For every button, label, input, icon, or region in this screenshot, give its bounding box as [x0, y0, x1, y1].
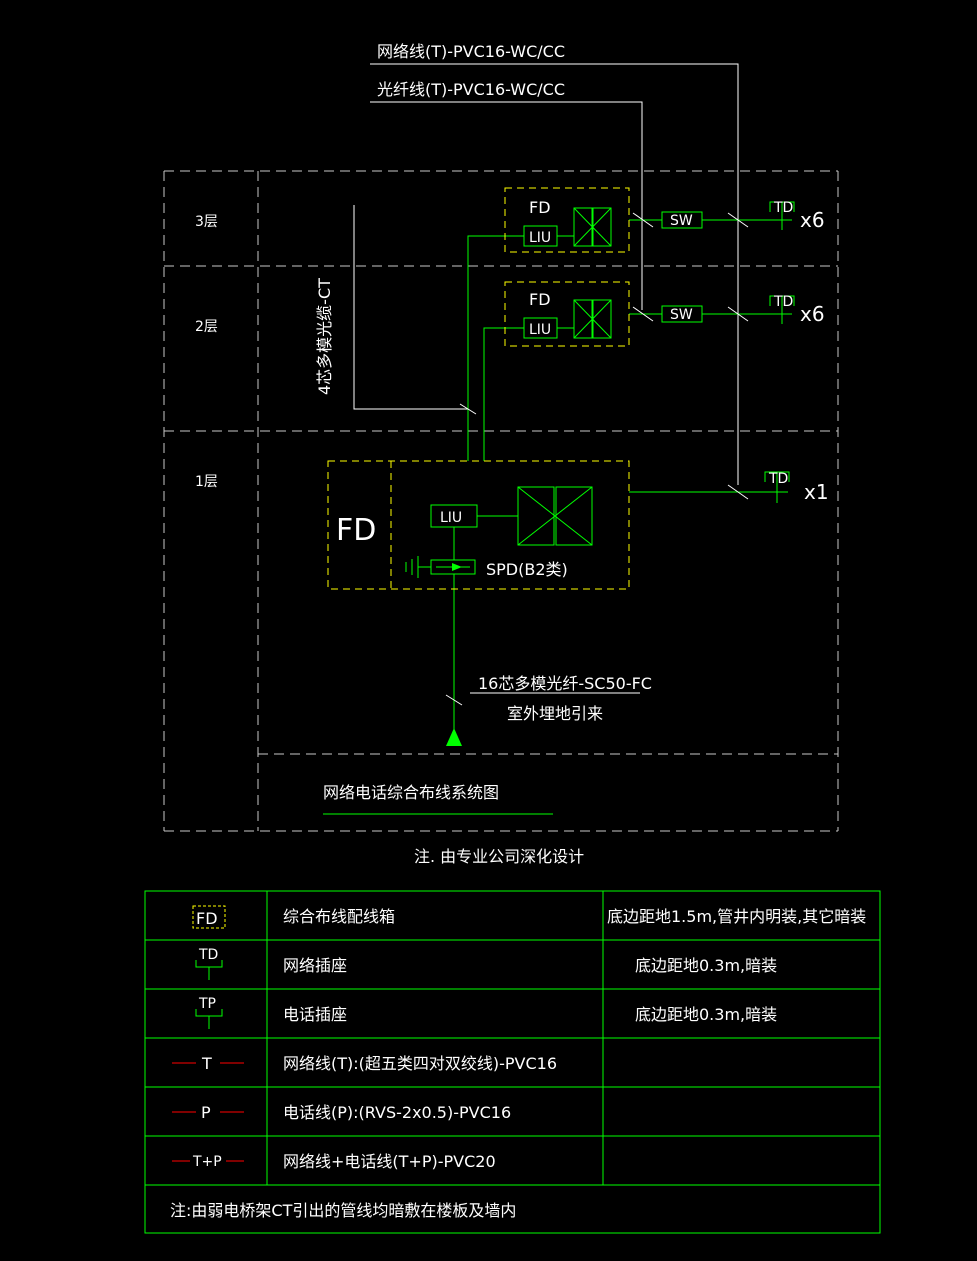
- fd-label-floor1: FD: [336, 513, 376, 548]
- legend-red-lines: [172, 1062, 244, 1162]
- tick-marks: [445, 212, 749, 706]
- count-floor1: x1: [804, 480, 829, 504]
- legend-table-grid: [144, 890, 881, 1234]
- floor-label-1: 1层: [195, 474, 218, 490]
- legend-td-icon: [195, 960, 223, 980]
- legend-row-0-symbol: FD: [196, 909, 218, 928]
- liu-label-floor2: LIU: [529, 322, 551, 338]
- spd-label: SPD(B2类): [486, 560, 568, 579]
- legend-row-2-remark: 底边距地0.3m,暗装: [635, 1005, 777, 1024]
- legend-row-5-desc: 网络线+电话线(T+P)-PVC20: [283, 1152, 496, 1171]
- sw-boxes: [661, 211, 703, 323]
- td-label-floor1: TD: [768, 471, 788, 487]
- liu-label-floor3: LIU: [529, 230, 551, 246]
- liu-boxes: [430, 225, 558, 528]
- legend-row-1-desc: 网络插座: [283, 956, 347, 975]
- td-label-floor2: TD: [773, 294, 793, 310]
- incoming-cable-label: 16芯多模光纤-SC50-FC: [478, 674, 652, 693]
- td-label-floor3: TD: [773, 200, 793, 216]
- sw-label-floor2: SW: [670, 307, 693, 323]
- legend-row-0-desc: 综合布线配线箱: [283, 907, 395, 926]
- vertical-trunk-line: [353, 205, 468, 410]
- legend-fd-icon: [192, 905, 226, 929]
- legend-row-3-desc: 网络线(T):(超五类四对双绞线)-PVC16: [283, 1054, 557, 1073]
- floor-label-2: 2层: [195, 319, 218, 335]
- spd-icon: [405, 556, 476, 578]
- cable-label-fiber: 光纤线(T)-PVC16-WC/CC: [377, 80, 565, 99]
- legend-tp-icon: [195, 1009, 223, 1029]
- green-wiring: [453, 219, 792, 735]
- legend-row-2-desc: 电话插座: [283, 1005, 347, 1024]
- fd-label-floor3: FD: [529, 198, 551, 217]
- spd-arrow-icon: [452, 563, 462, 571]
- fd-boxes: [327, 187, 630, 590]
- legend-row-1-remark: 底边距地0.3m,暗装: [635, 956, 777, 975]
- legend-row-4-symbol: P: [201, 1103, 211, 1122]
- legend-row-4-desc: 电话线(P):(RVS-2x0.5)-PVC16: [283, 1103, 511, 1122]
- liu-label-floor1: LIU: [440, 510, 462, 526]
- legend-row-2-symbol: TP: [198, 996, 216, 1012]
- count-floor2: x6: [800, 302, 825, 326]
- legend-row-5-symbol: T+P: [192, 1154, 222, 1170]
- floor-label-3: 3层: [195, 214, 218, 230]
- design-note: 注. 由专业公司深化设计: [414, 847, 584, 866]
- legend-row-1-symbol: TD: [198, 947, 218, 963]
- top-cables: [370, 63, 739, 485]
- fd-label-floor2: FD: [529, 290, 551, 309]
- legend-row-0-remark: 底边距地1.5m,管井内明装,其它暗装: [607, 907, 866, 926]
- legend-footer-note: 注:由弱电桥架CT引出的管线均暗敷在楼板及墙内: [170, 1201, 516, 1220]
- cable-label-network: 网络线(T)-PVC16-WC/CC: [377, 42, 565, 61]
- floor-frames: [163, 170, 839, 832]
- patch-panel-icons: [517, 207, 612, 546]
- diagram-title: 网络电话综合布线系统图: [323, 783, 499, 802]
- count-floor3: x6: [800, 208, 825, 232]
- legend-row-3-symbol: T: [201, 1054, 212, 1073]
- sw-label-floor3: SW: [670, 213, 693, 229]
- td-outlet-icons: [764, 201, 795, 503]
- incoming-arrow-icon: [446, 728, 462, 746]
- incoming-cable-note: 室外埋地引来: [507, 704, 603, 723]
- vertical-cable-label: 4芯多模光缆-CT: [315, 278, 334, 395]
